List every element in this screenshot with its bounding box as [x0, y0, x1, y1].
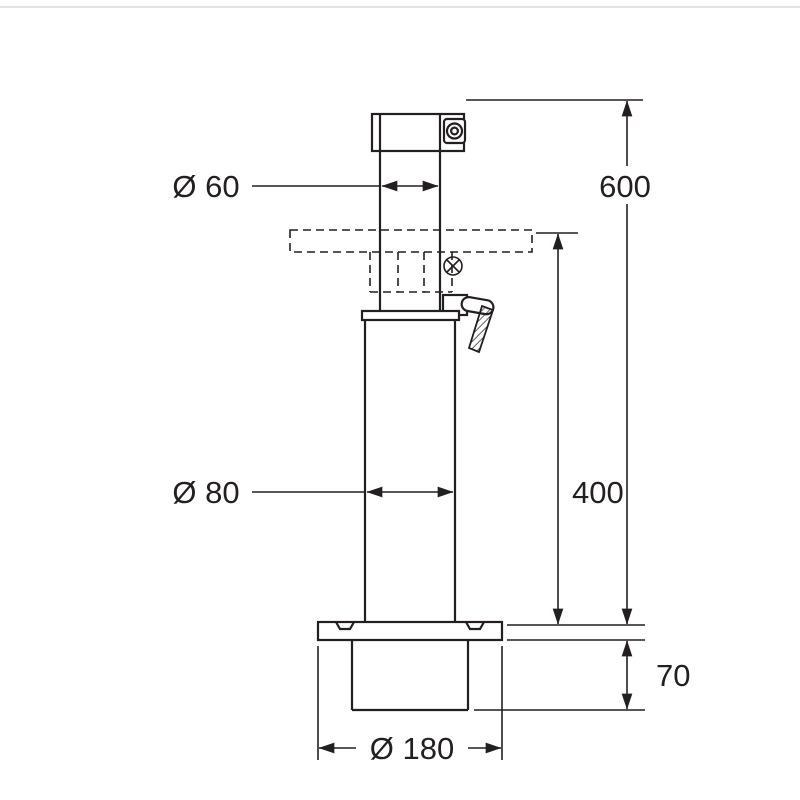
mount-screw-cross: [446, 259, 460, 273]
dim-base-diameter: Ø 180: [317, 646, 503, 766]
dim-overall-height: 600: [466, 99, 651, 626]
lever-arm: [467, 304, 495, 354]
table-plate-outline: [289, 229, 533, 253]
upper-column: [378, 151, 442, 311]
dim-label-top-diameter: Ø 60: [172, 169, 239, 204]
locking-knob-inner: [450, 126, 460, 136]
lower-column: [363, 320, 457, 622]
locking-knob-outer: [445, 122, 464, 140]
mount-screw-symbol: [443, 256, 463, 276]
dim-top-diameter: Ø 60: [172, 169, 439, 204]
clamp-lever: [441, 293, 495, 354]
recessed-base-cup: [350, 640, 470, 712]
dim-label-overall-height: 600: [599, 169, 651, 204]
dim-column-diameter: Ø 80: [172, 475, 454, 510]
dim-label-column-height: 400: [572, 475, 624, 510]
dim-recess-depth: 70: [474, 639, 690, 711]
top-bracket: [370, 112, 467, 153]
flange-screw-hole: [465, 621, 485, 631]
flange-plate: [316, 620, 504, 642]
dim-label-base-diameter: Ø 180: [370, 731, 454, 766]
tube-collar: [360, 309, 461, 322]
flange-screw-hole: [335, 621, 355, 631]
dim-label-recess-depth: 70: [656, 658, 690, 693]
base-flange: [316, 620, 504, 642]
dim-label-column-diameter: Ø 80: [172, 475, 239, 510]
hidden-mount-mechanism: [369, 252, 463, 293]
dim-column-height: 400: [536, 232, 624, 625]
table-plate-dashed: [289, 229, 533, 253]
